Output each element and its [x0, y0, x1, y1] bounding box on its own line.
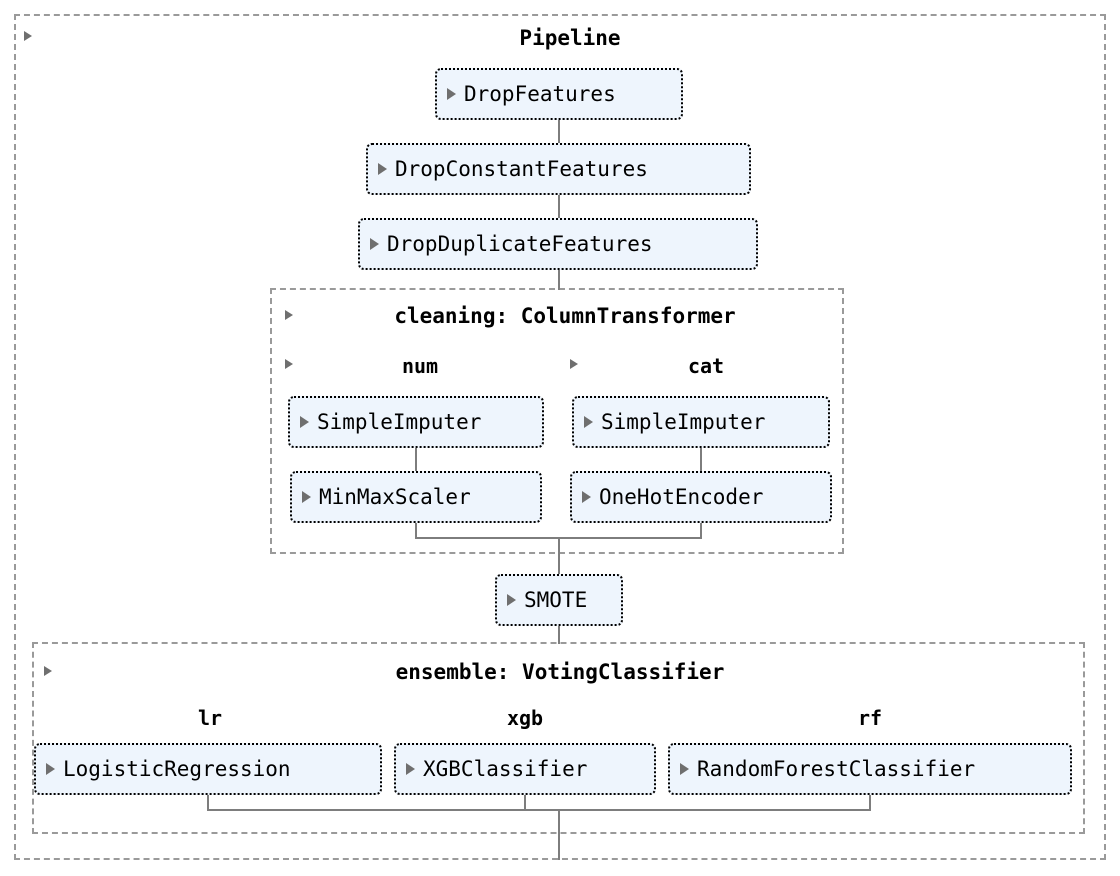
connector-line — [700, 521, 702, 539]
column-num-toggle-triangle-right-icon[interactable] — [285, 359, 293, 369]
estimator-label: DropFeatures — [464, 82, 616, 106]
estimator-label: SMOTE — [524, 588, 588, 612]
estimator-box-dropduplicatefeatures[interactable]: DropDuplicateFeatures — [358, 218, 758, 270]
estimator-box-num-minmaxscaler[interactable]: MinMaxScaler — [290, 471, 542, 523]
triangle-right-icon — [406, 763, 415, 775]
connector-line — [558, 537, 560, 575]
estimator-box-cat-simpleimputer[interactable]: SimpleImputer — [572, 396, 830, 448]
estimator-label: DropDuplicateFeatures — [387, 232, 653, 256]
estimator-box-dropconstantfeatures[interactable]: DropConstantFeatures — [366, 143, 751, 195]
estimator-label: SimpleImputer — [601, 410, 766, 434]
voting-classifier-toggle-triangle-right-icon[interactable] — [44, 666, 52, 676]
estimator-label: RandomForestClassifier — [697, 757, 976, 781]
estimator-box-dropfeatures[interactable]: DropFeatures — [435, 68, 683, 120]
column-transformer-container[interactable] — [270, 288, 844, 554]
connector-line — [869, 793, 871, 811]
page-title: Pipeline — [519, 26, 621, 50]
column-transformer-toggle-triangle-right-icon[interactable] — [285, 310, 293, 320]
estimator-box-logisticregression[interactable]: LogisticRegression — [34, 743, 382, 795]
column-label-cat: cat — [687, 354, 725, 378]
triangle-right-icon — [582, 491, 591, 503]
estimator-label: SimpleImputer — [317, 410, 482, 434]
estimator-label: OneHotEncoder — [599, 485, 764, 509]
triangle-right-icon — [680, 763, 689, 775]
triangle-right-icon — [447, 88, 456, 100]
column-cat-toggle-triangle-right-icon[interactable] — [570, 359, 578, 369]
connector-line — [415, 446, 417, 472]
voting-classifier-title: ensemble: VotingClassifier — [395, 660, 725, 684]
connector-line — [558, 268, 560, 290]
estimator-box-cat-onehotencoder[interactable]: OneHotEncoder — [570, 471, 832, 523]
connector-line — [558, 809, 560, 860]
connector-line — [415, 521, 417, 539]
connector-line — [207, 793, 209, 811]
estimator-box-xgbclassifier[interactable]: XGBClassifier — [394, 743, 656, 795]
triangle-right-icon — [46, 763, 55, 775]
triangle-right-icon — [378, 163, 387, 175]
connector-line — [558, 193, 560, 219]
estimator-label-xgb: xgb — [506, 706, 544, 730]
triangle-right-icon — [300, 416, 309, 428]
column-transformer-title: cleaning: ColumnTransformer — [394, 304, 736, 328]
triangle-right-icon — [302, 491, 311, 503]
estimator-label-rf: rf — [857, 706, 883, 730]
connector-line — [207, 809, 871, 811]
connector-line — [558, 624, 560, 644]
triangle-right-icon — [584, 416, 593, 428]
estimator-box-smote[interactable]: SMOTE — [495, 574, 623, 626]
estimator-label: LogisticRegression — [63, 757, 291, 781]
triangle-right-icon — [507, 594, 516, 606]
estimator-label-lr: lr — [197, 706, 223, 730]
pipeline-toggle-triangle-right-icon[interactable] — [24, 31, 32, 41]
estimator-box-num-simpleimputer[interactable]: SimpleImputer — [288, 396, 544, 448]
connector-line — [524, 793, 526, 811]
column-label-num: num — [401, 354, 439, 378]
estimator-box-randomforestclassifier[interactable]: RandomForestClassifier — [668, 743, 1072, 795]
triangle-right-icon — [370, 238, 379, 250]
estimator-label: XGBClassifier — [423, 757, 588, 781]
connector-line — [558, 118, 560, 144]
connector-line — [700, 446, 702, 472]
pipeline-container[interactable] — [14, 14, 1106, 860]
estimator-label: MinMaxScaler — [319, 485, 471, 509]
estimator-label: DropConstantFeatures — [395, 157, 648, 181]
